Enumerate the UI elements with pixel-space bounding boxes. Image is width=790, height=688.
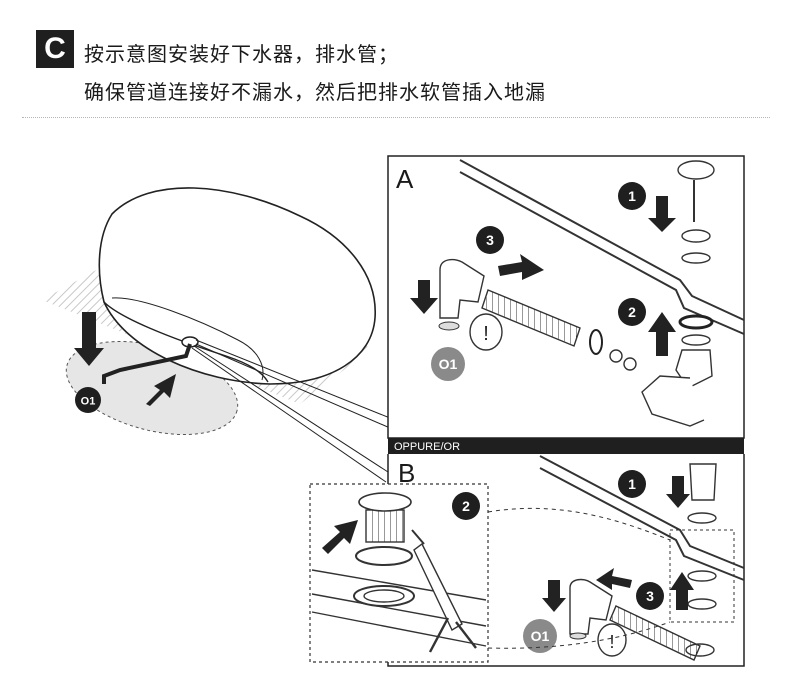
pop-up-cap <box>689 463 717 501</box>
down-arrow-icon <box>648 196 676 232</box>
warning-icon-b-symbol: ! <box>609 632 614 652</box>
gasket-detail <box>355 546 413 566</box>
washer-lower <box>681 334 711 346</box>
panel-a-label: A <box>396 164 414 194</box>
right-arrow-icon <box>498 254 544 280</box>
up-arrow-icon <box>670 572 694 610</box>
hose-washer-2 <box>623 357 637 371</box>
step-1-label-b: 1 <box>628 476 636 492</box>
washer-top <box>681 252 711 264</box>
step-3-callout <box>476 226 504 254</box>
washer-b-1 <box>687 570 717 582</box>
drain-flange-detail <box>358 492 412 512</box>
o1-marker-b-label: O1 <box>531 628 550 644</box>
hose <box>481 289 581 347</box>
detail-box-b <box>669 529 735 623</box>
drain-pipe <box>102 343 192 384</box>
down-arrow-icon <box>666 476 690 508</box>
step-1-label: 1 <box>628 188 636 204</box>
elbow-washer <box>438 321 460 331</box>
drain-hole-inner <box>363 589 405 603</box>
sealant-nozzle <box>411 529 425 545</box>
down-arrow-icon <box>74 312 104 366</box>
panel-b-label: B <box>398 458 415 488</box>
dotted-divider <box>22 117 770 118</box>
detail-connector-bottom <box>487 621 671 649</box>
bathtub-overview: O1 <box>42 187 391 483</box>
sealant-tube <box>413 542 463 631</box>
o1-marker-a-label: O1 <box>439 356 458 372</box>
tub-wall-section <box>459 159 745 335</box>
leader-line-a <box>195 339 391 419</box>
panel-a: A ! 1 2 3 O1 <box>387 155 745 439</box>
step-1-callout <box>618 182 646 210</box>
up-arrow-icon <box>146 374 176 406</box>
drain-hole-detail <box>353 585 415 607</box>
hose-nut <box>589 329 603 355</box>
tub-wall-section-b <box>539 455 745 581</box>
leader-line-b2 <box>191 347 387 483</box>
o1-marker-a <box>431 347 465 381</box>
left-arrow-icon <box>596 568 632 590</box>
step-3-label: 3 <box>486 232 494 248</box>
elbow-washer-b <box>569 632 587 640</box>
down-arrow-icon <box>410 280 438 314</box>
o1-marker-small-label: O1 <box>81 396 96 408</box>
step-2-callout <box>618 298 646 326</box>
bathtub-inner-rim <box>111 297 264 381</box>
step-3-label-b: 3 <box>646 588 654 604</box>
step-3-callout-b <box>636 582 664 610</box>
elbow-pipe <box>439 258 485 319</box>
separator-text: OPPURE/OR <box>394 441 460 453</box>
instruction-line-2: 确保管道连接好不漏水，然后把排水软管插入地漏 <box>84 82 546 104</box>
step-2-label-detail: 2 <box>462 498 470 514</box>
separator-bar <box>388 438 744 454</box>
step-2-label: 2 <box>628 304 636 320</box>
step-letter-badge: C <box>36 30 74 68</box>
sealant-tube-stand <box>428 617 477 653</box>
elbow-pipe-b <box>569 578 613 635</box>
o1-marker-b <box>523 619 557 653</box>
warning-icon <box>469 313 503 351</box>
hose-washer <box>609 349 623 363</box>
step-2-callout-detail <box>452 492 480 520</box>
drain-cap <box>677 160 715 180</box>
detail-connector-top <box>487 507 671 541</box>
hose-b <box>609 605 701 661</box>
up-arrow-icon <box>322 520 358 554</box>
trap-body <box>641 375 705 427</box>
leader-line-a2 <box>195 343 391 429</box>
step-1-callout-b <box>618 470 646 498</box>
up-arrow-icon <box>648 312 676 356</box>
warning-icon-symbol: ! <box>483 323 489 345</box>
leader-line-b <box>193 345 389 473</box>
washer-b-top <box>687 512 717 524</box>
threaded-drain <box>365 509 405 543</box>
drain-flange <box>681 229 711 243</box>
instruction-line-1: 按示意图安装好下水器，排水管； <box>84 44 399 66</box>
o1-marker-small <box>75 387 101 413</box>
rubber-gasket <box>678 314 714 330</box>
down-arrow-icon <box>542 580 566 612</box>
warning-icon-b <box>597 623 627 657</box>
detail-b-step-2: 2 <box>309 483 671 663</box>
